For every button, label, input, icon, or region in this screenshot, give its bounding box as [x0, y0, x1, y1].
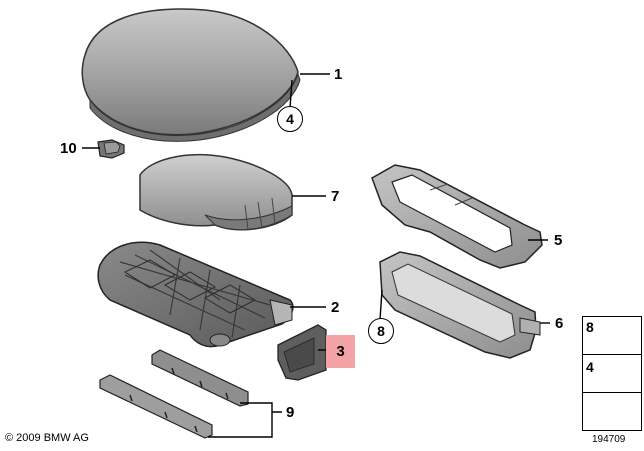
callout-4-circle: 4: [277, 106, 303, 132]
callout-5: 5: [554, 232, 563, 249]
legend-box-arrow: [582, 392, 642, 431]
trim-strips-part: [99, 349, 249, 439]
bracket-part: [277, 324, 327, 381]
callout-9: 9: [286, 404, 295, 421]
callout-10: 10: [60, 140, 77, 157]
diagram-number: 194709: [592, 434, 626, 445]
storage-tray-part: [379, 251, 541, 359]
leader-4: [289, 79, 293, 109]
copyright-text: © 2009 BMW AG: [5, 432, 89, 444]
legend-label-8: 8: [586, 319, 594, 335]
armrest-lid-part: [81, 8, 301, 142]
upper-frame-part: [371, 164, 543, 269]
callout-2: 2: [331, 299, 340, 316]
callout-8-circle: 8: [368, 318, 394, 344]
callout-7: 7: [331, 188, 340, 205]
callout-3-highlight: 3: [326, 335, 355, 368]
armrest-pad-part: [139, 153, 293, 231]
leader-lines: [82, 73, 550, 438]
callout-6: 6: [555, 315, 564, 332]
clip-part: [97, 139, 125, 159]
leader-8: [379, 289, 383, 321]
callout-1: 1: [334, 66, 343, 83]
leader-9: [208, 402, 282, 438]
legend-label-4: 4: [586, 359, 594, 375]
armrest-base-part: [97, 241, 294, 348]
